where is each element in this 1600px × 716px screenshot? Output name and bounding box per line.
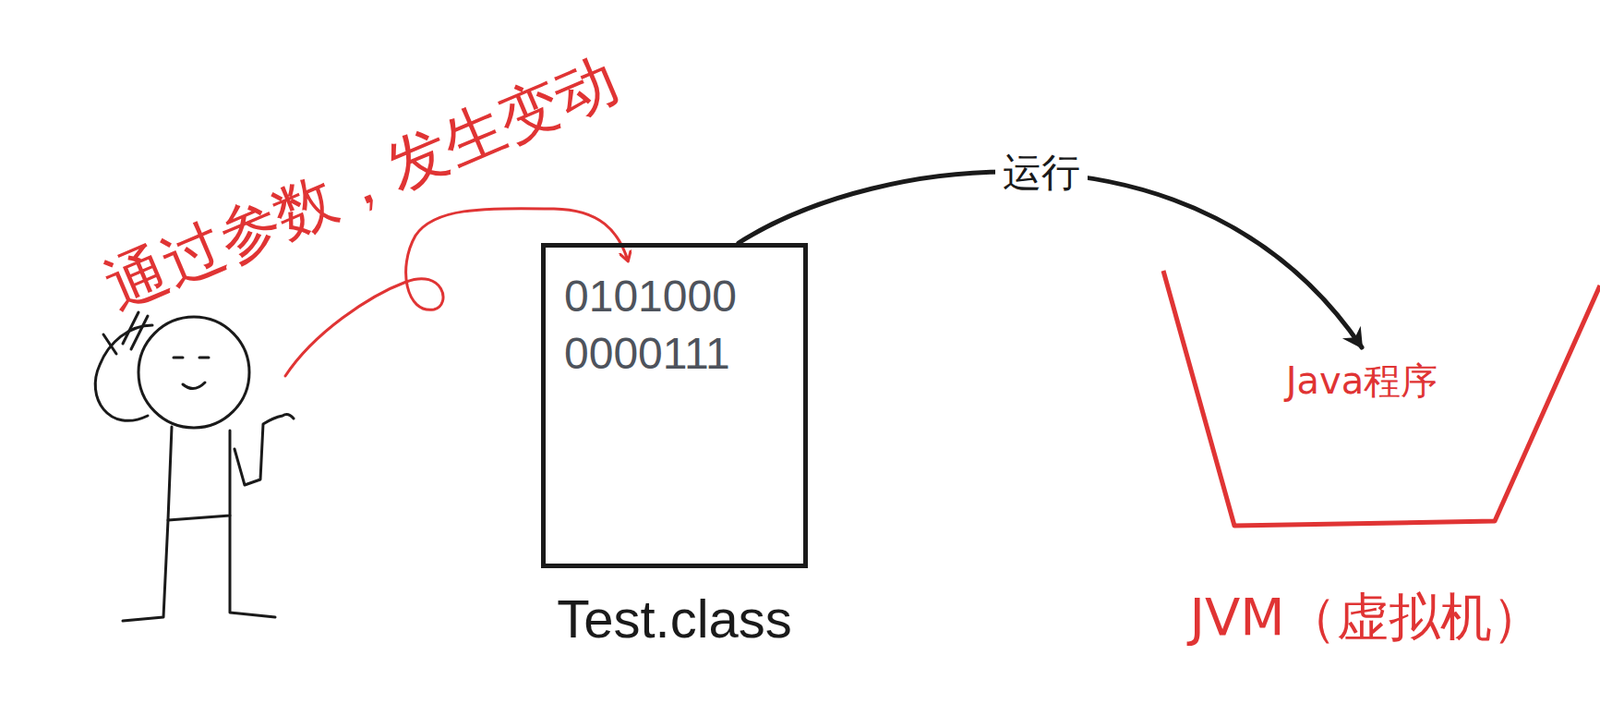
edge-label: 运行: [995, 150, 1088, 195]
program-label: Java程序: [1286, 360, 1439, 401]
flow-arrow: [738, 171, 1362, 348]
class-file-box: 0101000 0000111Test.class: [541, 242, 808, 568]
bucket-line: [1163, 270, 1600, 526]
note-label: 通过参数，发生变动: [96, 46, 627, 323]
jvm-bucket: Java程序 JVM（虚拟机）: [1154, 263, 1600, 661]
jvm-label: JVM（虚拟机）: [1189, 588, 1543, 646]
binary-content: 0101000 0000111: [564, 267, 791, 384]
stick-figure: [95, 312, 294, 621]
file-name: Test.class: [556, 589, 793, 649]
